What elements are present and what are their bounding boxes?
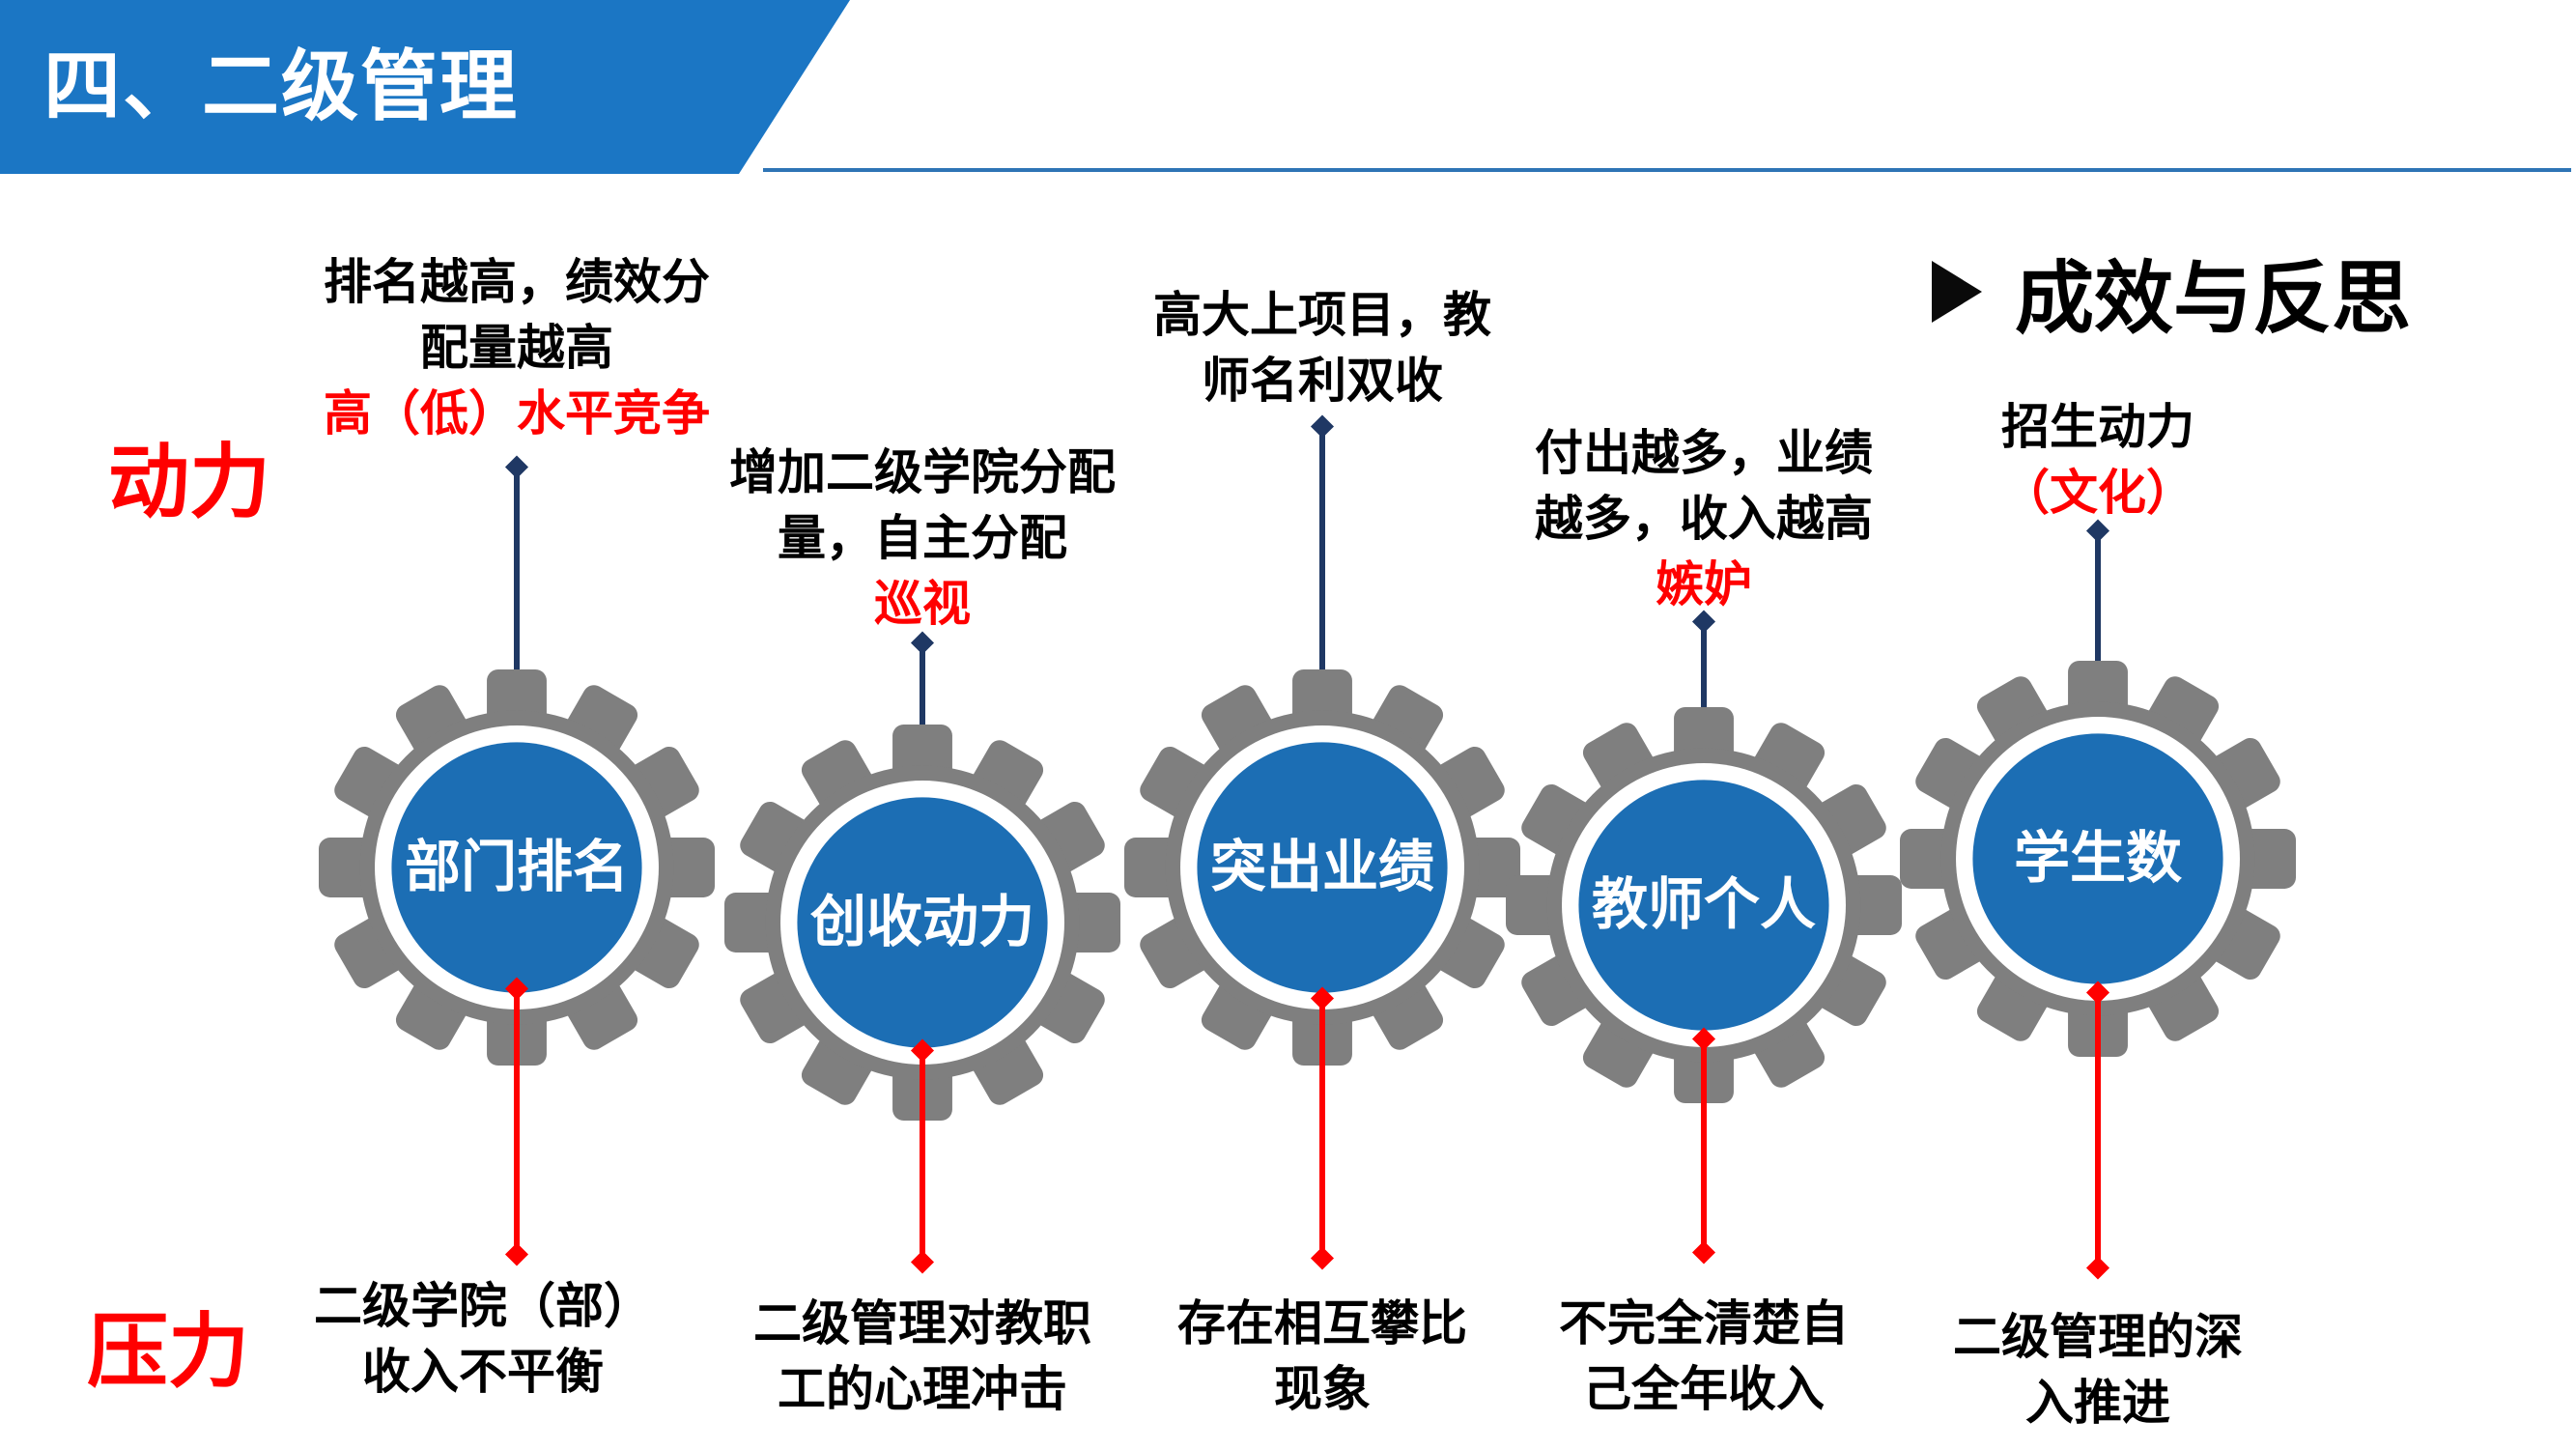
annotation-line: 收入不平衡 [362,1345,604,1399]
header-divider [763,168,2571,172]
annotation-line: 现象 [1274,1362,1371,1416]
connector-top [514,466,520,784]
top-annotation: 增加二级学院分配 量，自主分配 巡视 [671,440,1174,637]
connector-bottom [2095,991,2101,1269]
annotation-line: 己全年收入 [1583,1362,1825,1416]
annotation-line-red: 高（低）水平竞争 [324,386,710,441]
bottom-annotation: 存在相互攀比 现象 [1071,1291,1573,1422]
bottom-annotation: 二级学院（部） 收入不平衡 [232,1273,734,1405]
arrow-bullet-icon [1932,260,1982,323]
top-annotation: 招生动力 （文化） [1847,394,2349,526]
connector-top [2095,529,2101,769]
top-annotation: 高大上项目，教 师名利双收 [1071,282,1573,413]
top-annotation: 排名越高，绩效分 配量越高 高（低）水平竞争 [266,249,768,446]
annotation-line: 二级管理对教职 [753,1296,1091,1350]
annotation-line-red: 巡视 [874,577,971,631]
gear-label: 创收动力 [809,891,1034,953]
bottom-annotation: 二级管理的深 入推进 [1847,1304,2349,1436]
bottom-annotation: 不完全清楚自 己全年收入 [1453,1291,1955,1422]
annotation-line: 二级管理的深 [1953,1310,2243,1364]
annotation-line: 工的心理冲击 [778,1362,1067,1416]
annotation-line: 师名利双收 [1202,354,1443,408]
header-banner: 四、二级管理 [0,0,850,174]
annotation-line: 高大上项目，教 [1153,288,1491,342]
gear-label: 突出业绩 [1209,836,1434,898]
connector-bottom [514,987,520,1256]
annotation-line: 量，自主分配 [778,511,1067,565]
annotation-line: 付出越多，业绩 [1535,426,1873,480]
connector-bottom [1701,1038,1707,1254]
connector-bottom [1319,997,1325,1260]
connector-top [1319,425,1325,778]
connector-bottom [920,1049,925,1264]
gear-label: 学生数 [2013,827,2182,890]
annotation-line: 招生动力 [2001,400,2194,454]
label-power: 动力 [108,437,271,527]
annotation-line: 排名越高，绩效分 [324,255,710,309]
label-pressure: 压力 [87,1306,250,1397]
gear-label: 部门排名 [404,836,629,898]
bottom-annotation: 二级管理对教职 工的心理冲击 [671,1291,1174,1422]
annotation-line: 入推进 [2025,1376,2170,1430]
gear-label: 教师个人 [1591,873,1816,936]
annotation-line: 越多，收入越高 [1535,492,1873,546]
top-annotation: 付出越多，业绩 越多，收入越高 嫉妒 [1453,420,1955,617]
annotation-line: 二级学院（部） [314,1279,652,1333]
section-heading: 成效与反思 [1932,234,2411,349]
annotation-line: 配量越高 [420,321,613,375]
annotation-line: 存在相互攀比 [1177,1296,1467,1350]
annotation-line: 增加二级学院分配 [729,445,1116,499]
annotation-line-red: （文化） [2001,466,2194,520]
slide-title: 四、二级管理 [43,43,519,129]
annotation-line: 不完全清楚自 [1559,1296,1849,1350]
annotation-line-red: 嫉妒 [1656,557,1752,611]
section-title: 成效与反思 [2015,255,2412,343]
